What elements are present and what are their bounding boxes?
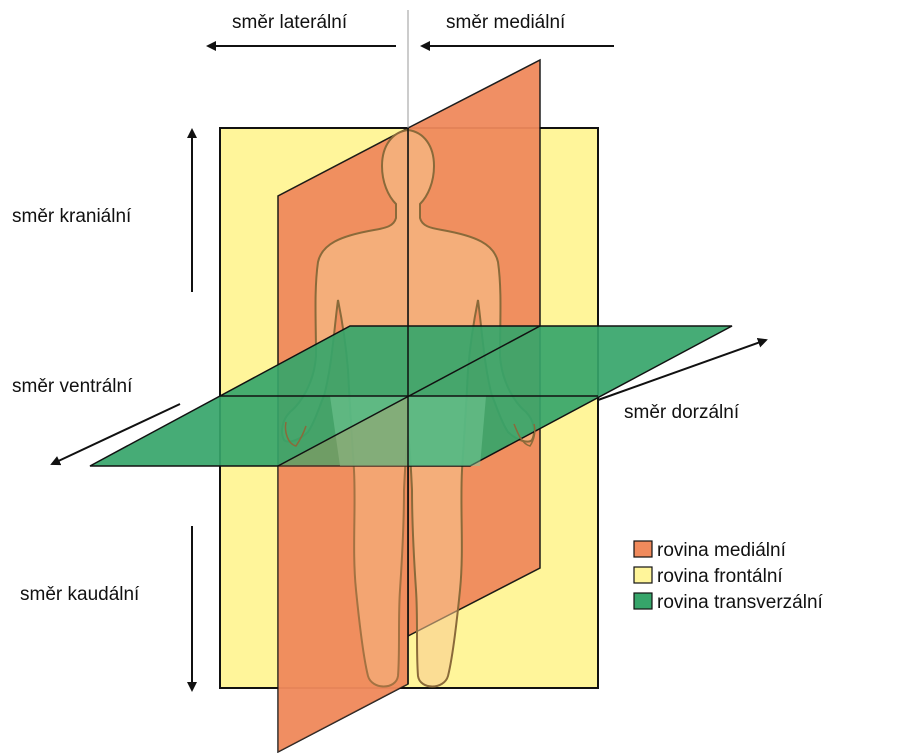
legend-label-frontal: rovina frontální xyxy=(657,566,783,587)
label-lateral: směr laterální xyxy=(232,12,348,33)
legend-label-transverse: rovina transverzální xyxy=(657,592,824,613)
label-cranial: směr kraniální xyxy=(12,206,132,227)
legend-swatch-frontal xyxy=(634,567,652,583)
legend-label-medial: rovina mediální xyxy=(657,540,787,561)
label-caudal: směr kaudální xyxy=(20,584,140,605)
legend-swatch-medial xyxy=(634,541,652,557)
label-medial: směr mediální xyxy=(446,12,566,33)
legend-swatch-transverse xyxy=(634,593,652,609)
label-dorsal: směr dorzální xyxy=(624,402,740,423)
legend: rovina mediální rovina frontální rovina … xyxy=(634,540,824,613)
label-ventral: směr ventrální xyxy=(12,376,133,397)
